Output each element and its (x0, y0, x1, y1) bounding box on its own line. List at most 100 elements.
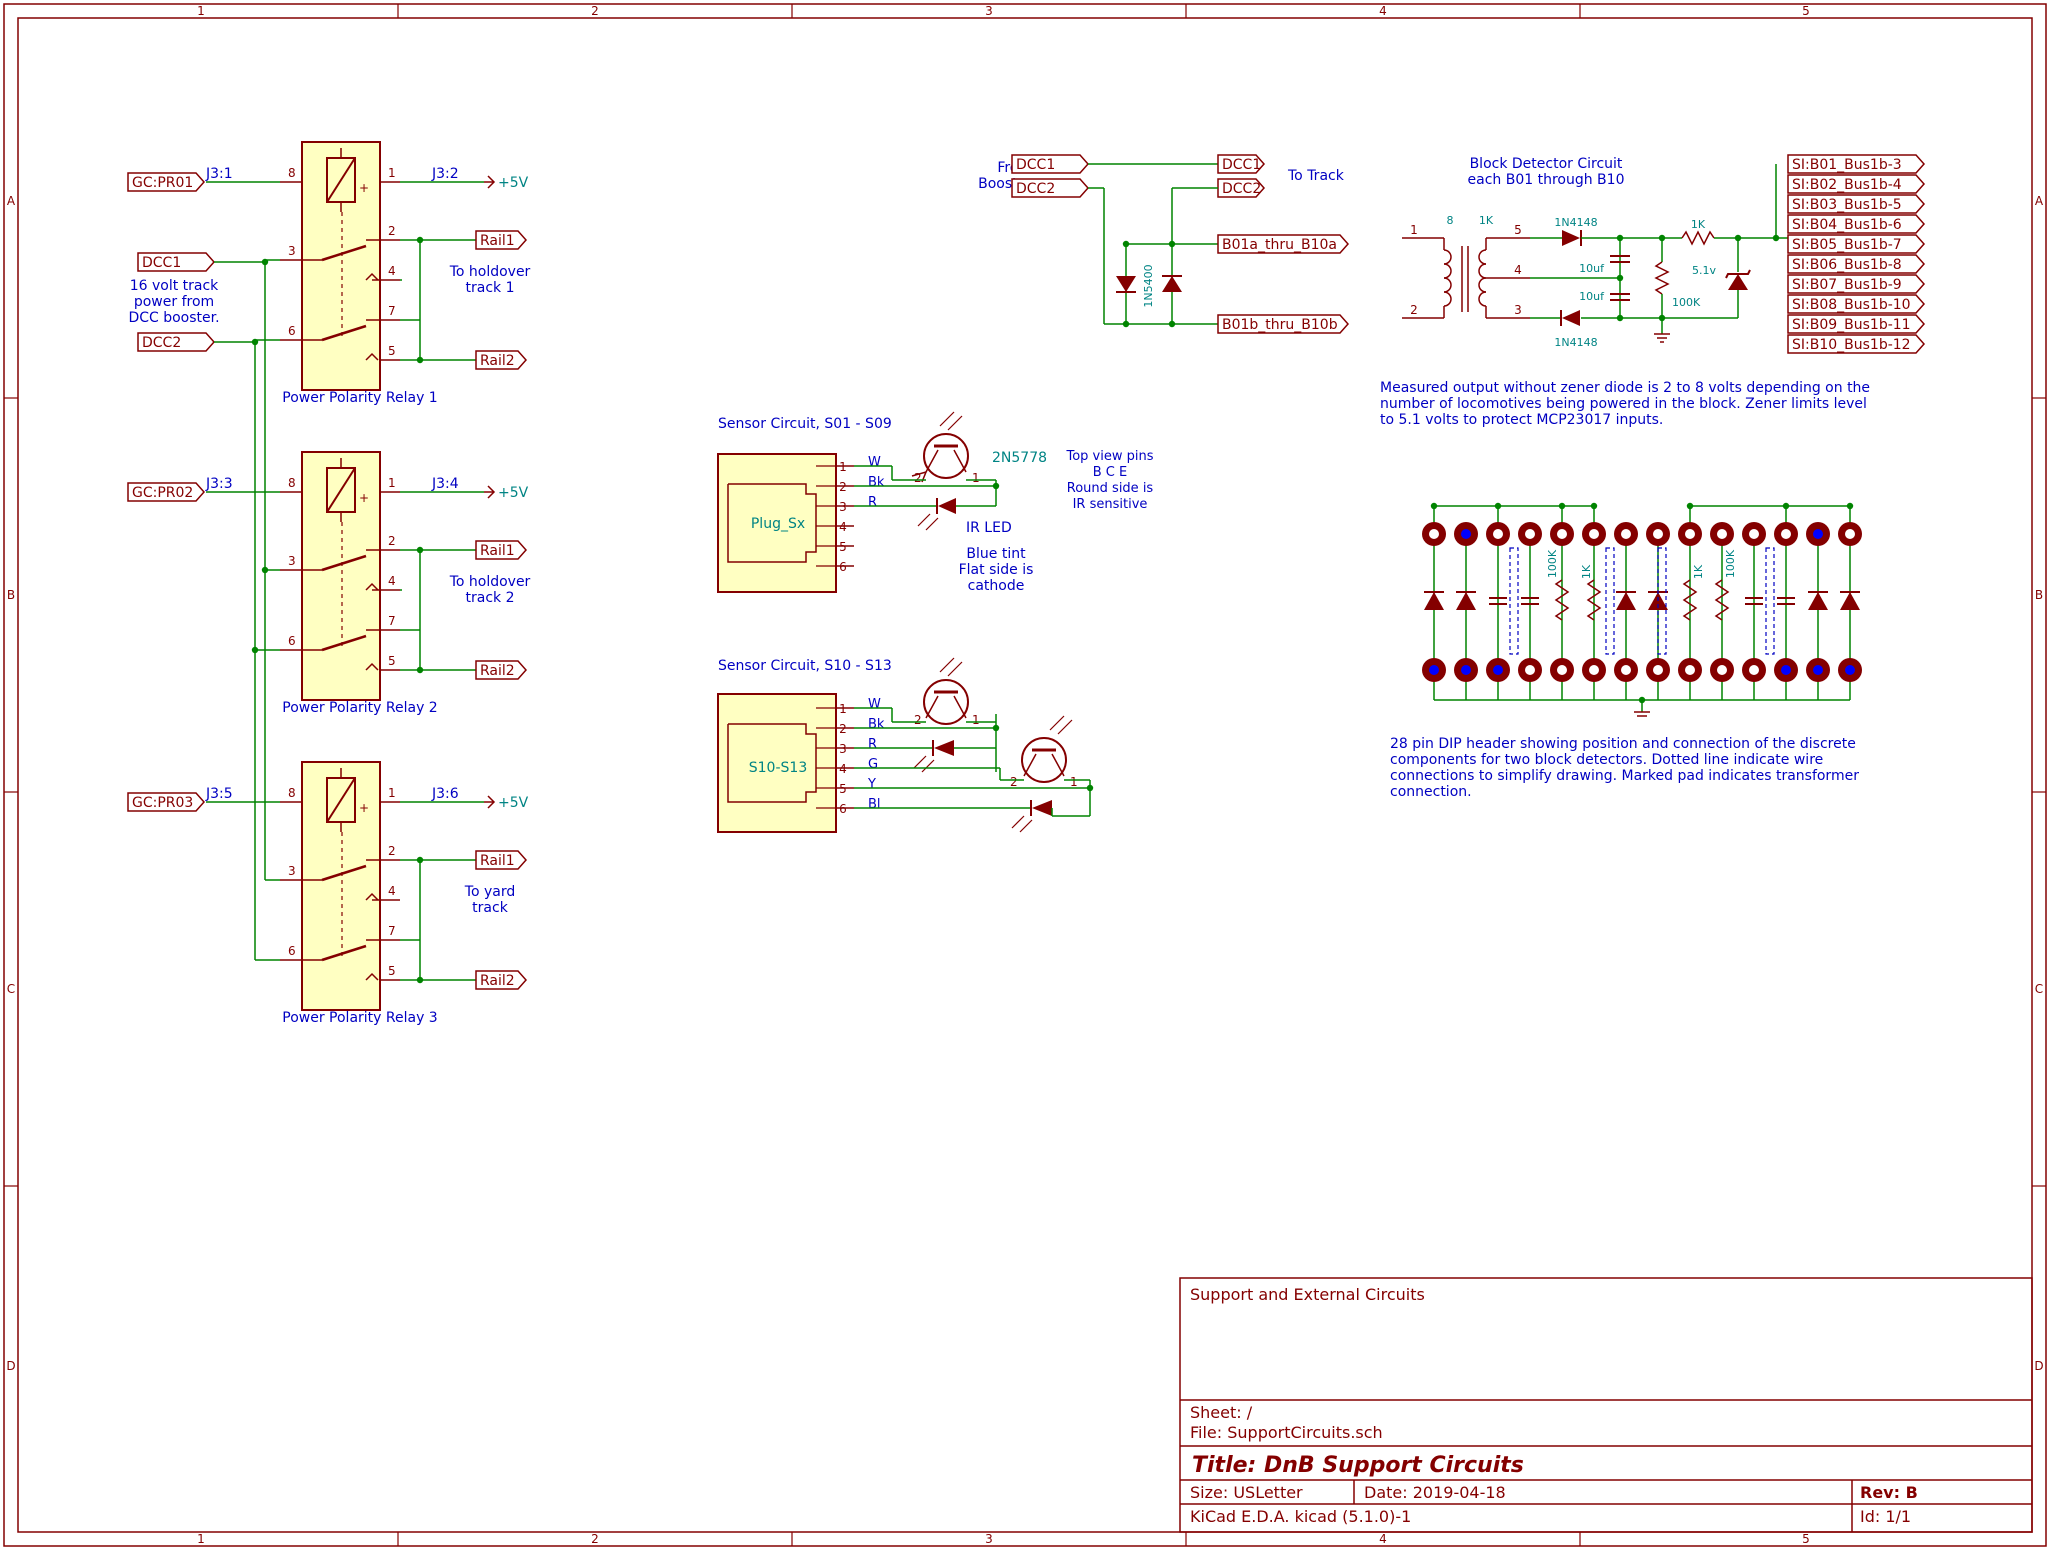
booster-dcc2-out (1217, 178, 1266, 198)
cap-bottom-value: 10uf (1579, 290, 1605, 303)
transformer-primary-coil (1443, 277, 1452, 293)
junction-dot (1558, 502, 1566, 510)
booster-dcc2-in-text: DCC2 (1016, 181, 1055, 197)
plug-pin-number: 6 (839, 802, 847, 816)
sensor1-title: Sensor Circuit, S01 - S09 (718, 416, 892, 432)
wire-color-label: R (868, 737, 877, 752)
pad-hole (1781, 665, 1791, 675)
transformer-primary-coil (1443, 291, 1452, 307)
rail2-label-text: Rail2 (480, 353, 515, 369)
relay-pin-number: 5 (388, 964, 396, 978)
relay-pin-number: 3 (288, 244, 296, 258)
transformer-value: 8 (1447, 214, 1454, 227)
column-label-top: 2 (591, 4, 599, 18)
rail2-label-text: Rail2 (480, 973, 515, 989)
block-detector-title: each B01 through B10 (1468, 172, 1625, 188)
si-output-label-text: SI:B03_Bus1b-5 (1792, 197, 1902, 213)
column-label-top: 1 (197, 4, 205, 18)
relay-pin-number: 7 (388, 304, 396, 318)
block-detector-note: to 5.1 volts to protect MCP23017 inputs. (1380, 412, 1663, 428)
rail2-label-text: Rail2 (480, 663, 515, 679)
dip-label: 1K (1692, 564, 1705, 579)
sheet-file: File: SupportCircuits.sch (1190, 1423, 1383, 1442)
relay-pin-number: 6 (288, 634, 296, 648)
relay-pin-number: 1 (388, 786, 396, 800)
relay-body (301, 141, 381, 391)
relay-pin-number: 8 (288, 786, 296, 800)
plus-mark: + (359, 801, 369, 815)
si-output-label-text: SI:B06_Bus1b-8 (1792, 257, 1902, 273)
column-label-bottom: 5 (1802, 1532, 1810, 1546)
junction-dot (416, 856, 424, 864)
si-output-label (1787, 254, 1926, 274)
dcc-note: 16 volt track (130, 278, 219, 294)
diode-1n4148-top (1562, 230, 1580, 246)
dotted-wire-connection (1657, 547, 1667, 655)
pad-hole (1493, 529, 1503, 539)
relay-caption: Power Polarity Relay 2 (282, 700, 437, 716)
t-pin: 1 (972, 713, 980, 727)
wire-color-label: R (868, 495, 877, 510)
row-label-left: B (7, 588, 15, 602)
si-output-label (1787, 174, 1926, 194)
relay-caption: Power Polarity Relay 3 (282, 1010, 437, 1026)
resistor-100k-value: 100K (1672, 296, 1701, 309)
transistor-pin-note: Round side is (1067, 481, 1154, 496)
plug-pin-number: 4 (839, 520, 847, 534)
relay-pin-number: 3 (288, 864, 296, 878)
out-a-label-text: B01a_thru_B10a (1222, 237, 1337, 253)
pad-hole (1429, 665, 1439, 675)
junction-dot (416, 356, 424, 364)
sheet-id: Id: 1/1 (1860, 1507, 1911, 1526)
relay-pin-number: 3 (288, 554, 296, 568)
pad-hole (1749, 665, 1759, 675)
dip-diode (1840, 592, 1860, 610)
wire-color-label: Bl (868, 797, 881, 812)
transformer-pin: 5 (1514, 223, 1522, 237)
block-detector-title: Block Detector Circuit (1470, 156, 1623, 172)
transformer-resistor-value: 1K (1479, 214, 1494, 227)
si-output-label-text: SI:B05_Bus1b-7 (1792, 237, 1902, 253)
pad-hole (1525, 665, 1535, 675)
dip-label: 100K (1546, 549, 1559, 578)
diode-top-value: 1N4148 (1554, 216, 1597, 229)
relay-pin-number: 5 (388, 344, 396, 358)
pad-hole (1749, 529, 1759, 539)
rail2-label (475, 660, 528, 680)
dip-diode (1616, 592, 1636, 610)
plug-pin-number: 1 (839, 460, 847, 474)
si-output-label-text: SI:B10_Bus1b-12 (1792, 337, 1911, 353)
sheet-size: Size: USLetter (1190, 1483, 1303, 1502)
wire-color-label: G (868, 757, 878, 772)
junction-dot (251, 338, 259, 346)
si-output-label (1787, 214, 1926, 234)
diode-1n5400-a (1116, 276, 1136, 292)
transformer-pin: 1 (1410, 223, 1418, 237)
rail1-label-text: Rail1 (480, 543, 515, 559)
resistor-1k-out-value: 1K (1691, 218, 1706, 231)
pad-hole (1845, 665, 1855, 675)
row-label-left: A (7, 194, 16, 208)
junction-dot (1122, 320, 1130, 328)
wire-color-label: W (868, 455, 881, 470)
dip-note: 28 pin DIP header showing position and c… (1390, 736, 1856, 752)
row-label-left: D (6, 1359, 15, 1373)
block-detector-note: Measured output without zener diode is 2… (1380, 380, 1870, 396)
sheet-description: Support and External Circuits (1190, 1285, 1425, 1304)
row-label-right: D (2034, 1359, 2043, 1373)
si-output-label (1787, 294, 1926, 314)
pad-hole (1429, 529, 1439, 539)
out-a-label (1217, 234, 1350, 254)
tool-version: KiCad E.D.A. kicad (5.1.0)-1 (1190, 1507, 1411, 1526)
relay-pin-number: 4 (388, 884, 396, 898)
plus-mark: + (359, 491, 369, 505)
column-label-top: 3 (985, 4, 993, 18)
column-label-top: 4 (1379, 4, 1387, 18)
booster-dcc1-out-text: DCC1 (1222, 157, 1261, 173)
transistor-pin-note: IR sensitive (1073, 497, 1148, 512)
junction-dot (261, 258, 269, 266)
relay-note: To holdover (449, 264, 531, 280)
connector-ref-out: J3:6 (431, 786, 459, 802)
relay-pin-number: 6 (288, 944, 296, 958)
